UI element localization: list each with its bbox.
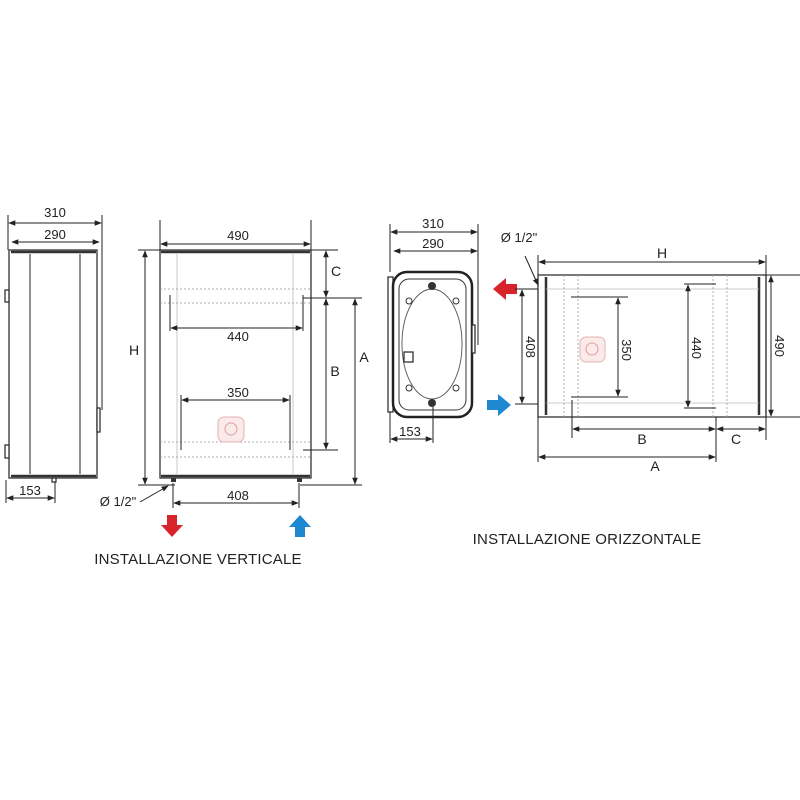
vertical-installation-caption: INSTALLAZIONE VERTICALE bbox=[94, 551, 301, 568]
pipe-diameter-label: Ø 1/2" bbox=[100, 494, 137, 509]
hot-water-outlet-arrow-icon bbox=[493, 278, 517, 300]
side-depth-total-label: 310 bbox=[44, 205, 66, 220]
thermostat-knob-icon bbox=[579, 336, 606, 363]
end-depth-body-label: 290 bbox=[422, 236, 444, 251]
length-h-label: H bbox=[657, 245, 667, 261]
end-outlet-offset-label: 153 bbox=[399, 424, 421, 439]
c-label: C bbox=[731, 431, 741, 447]
height-h-label: H bbox=[129, 342, 139, 358]
b-label: B bbox=[330, 363, 339, 379]
side-depth-body-label: 290 bbox=[44, 227, 66, 242]
a-label: A bbox=[359, 349, 369, 365]
vertical-front-view: 490 H C B A 440 350 408 Ø 1/2" bbox=[94, 220, 369, 568]
end-depth-total-label: 310 bbox=[422, 216, 444, 231]
vertical-side-view: 310 290 153 bbox=[4, 205, 103, 503]
hot-water-outlet-arrow-icon bbox=[161, 515, 183, 537]
bracket-upper-label: 440 bbox=[227, 329, 249, 344]
pipe-spacing-label: 408 bbox=[523, 336, 538, 358]
side-width-label: 490 bbox=[772, 335, 787, 357]
b-label: B bbox=[637, 431, 646, 447]
cold-water-inlet-arrow-icon bbox=[289, 515, 311, 537]
bracket-upper-label: 440 bbox=[689, 337, 704, 359]
bracket-lower-label: 350 bbox=[619, 339, 634, 361]
side-outlet-offset-label: 153 bbox=[19, 483, 41, 498]
front-width-label: 490 bbox=[227, 228, 249, 243]
thermostat-knob-icon bbox=[217, 416, 245, 443]
c-label: C bbox=[331, 263, 341, 279]
horizontal-installation-caption: INSTALLAZIONE ORIZZONTALE bbox=[473, 531, 702, 548]
pipe-diameter-label: Ø 1/2" bbox=[501, 230, 538, 245]
a-label: A bbox=[650, 458, 660, 474]
pipe-spacing-label: 408 bbox=[227, 488, 249, 503]
bracket-lower-label: 350 bbox=[227, 385, 249, 400]
horizontal-side-view: H 490 408 350 440 B C A Ø 1/2" INSTALLA bbox=[473, 230, 800, 548]
cold-water-inlet-arrow-icon bbox=[487, 394, 511, 416]
horizontal-end-view: 310 290 153 bbox=[387, 216, 479, 443]
